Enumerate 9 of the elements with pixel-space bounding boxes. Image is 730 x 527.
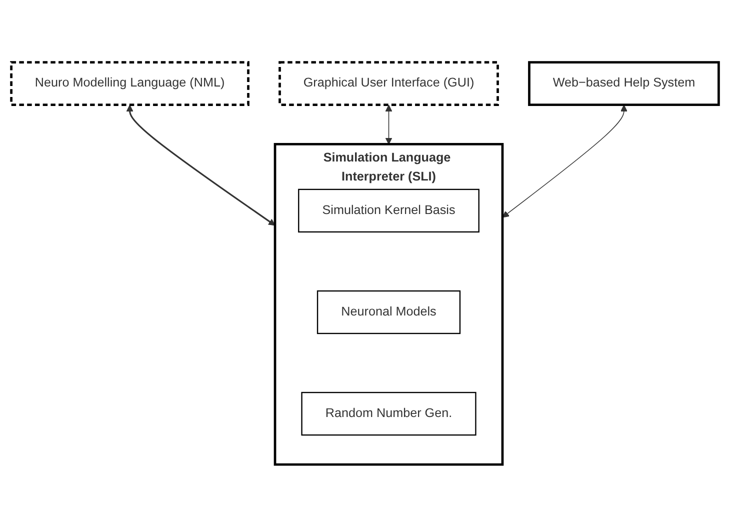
arrow xyxy=(126,104,276,226)
arrow xyxy=(385,104,392,145)
node-box: Graphical User Interface (GUI) xyxy=(278,61,499,106)
node-box: Random Number Gen. xyxy=(301,392,476,436)
arrow xyxy=(502,104,628,218)
node-box: Neuronal Models xyxy=(316,290,461,334)
node-box: Web−based Help System xyxy=(528,61,720,106)
node-box: Neuro Modelling Language (NML) xyxy=(10,61,250,106)
node-box: Simulation Kernel Basis xyxy=(298,188,480,233)
